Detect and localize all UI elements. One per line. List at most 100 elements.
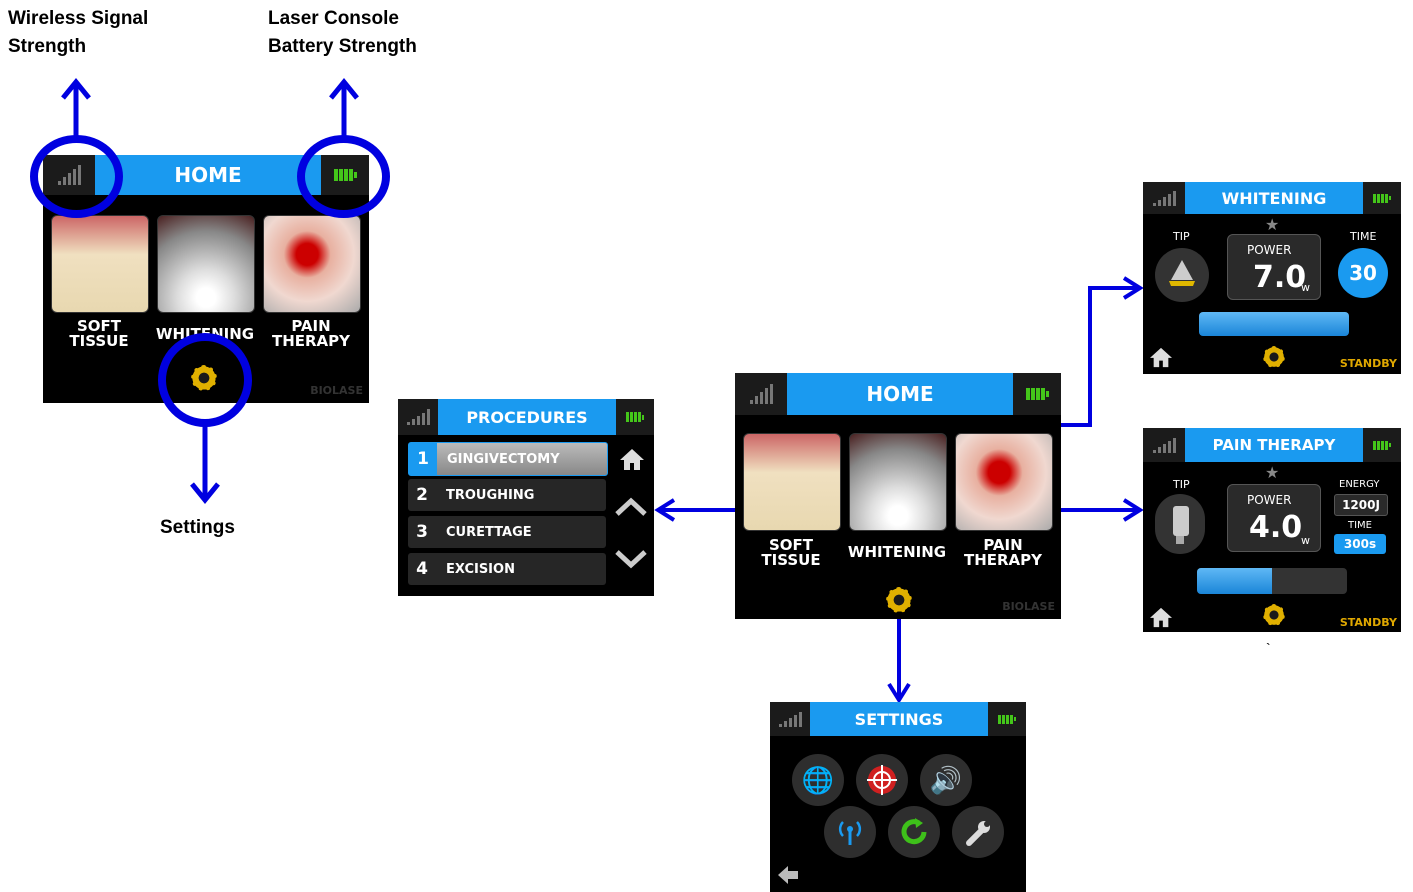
wireless-label: Wireless Signal Strength (8, 8, 149, 57)
page-title: HOME (174, 163, 242, 187)
favorite-star-icon[interactable]: ★ (1265, 215, 1280, 234)
power-unit: w (1301, 281, 1310, 294)
procedure-label: TROUGHING (446, 487, 535, 503)
home-screen-center: HOME SOFT TISSUE WHITENING PAIN THERAPY … (735, 373, 1061, 619)
wrench-icon[interactable] (952, 806, 1004, 858)
procedures-title: PROCEDURES (466, 407, 588, 427)
tile-label-soft-tissue: SOFT TISSUE (761, 536, 821, 569)
tip-icon (1173, 506, 1189, 544)
target-icon[interactable] (856, 754, 908, 806)
signal-box (735, 373, 787, 415)
settings-title: SETTINGS (854, 709, 944, 729)
signal-icon (1152, 437, 1176, 453)
time-label: TIME (1350, 230, 1377, 243)
home-title-bar: HOME (95, 155, 321, 195)
procedure-number: 1 (409, 443, 437, 475)
brand-logo: BIOLASE (310, 384, 363, 397)
tile-label-soft-tissue: SOFT TISSUE (69, 317, 129, 350)
power-box[interactable] (1227, 234, 1321, 300)
wireless-highlight-ring (30, 135, 123, 218)
tip-label: TIP (1173, 230, 1190, 243)
status-standby: STANDBY (1339, 357, 1397, 370)
procedure-label: GINGIVECTOMY (447, 451, 560, 467)
language-icon[interactable]: 🌐 (792, 754, 844, 806)
time-button[interactable]: 30 (1338, 248, 1388, 298)
whitening-screen: WHITENING ★ TIP POWER 7.0 w TIME 30 STAN… (1143, 182, 1401, 374)
procedure-number: 4 (416, 559, 428, 579)
tile-label-whitening: WHITENING (847, 543, 947, 561)
home-icon[interactable] (1149, 606, 1173, 628)
chevron-down-icon[interactable] (614, 547, 648, 571)
battery-icon (626, 412, 644, 422)
power-box[interactable] (1227, 484, 1321, 552)
battery-icon (1373, 440, 1391, 450)
procedure-item-1[interactable]: 1 GINGIVECTOMY (408, 442, 608, 476)
soft-tissue-tile[interactable] (743, 433, 841, 531)
procedures-screen: PROCEDURES 1 GINGIVECTOMY 2 TROUGHING 3 … (398, 399, 654, 596)
back-arrow-icon[interactable] (776, 864, 800, 886)
progress-fill (1199, 312, 1349, 336)
tip-button[interactable] (1155, 494, 1205, 554)
whitening-title: WHITENING (1221, 188, 1327, 208)
status-standby: STANDBY (1339, 616, 1397, 629)
energy-label: ENERGY (1339, 479, 1380, 490)
battery-label: Laser Console Battery Strength (268, 8, 417, 57)
battery-box (616, 399, 654, 435)
signal-box (1143, 182, 1185, 214)
settings-title-bar: SETTINGS (810, 702, 988, 736)
settings-screen: SETTINGS 🌐 🔊 (770, 702, 1026, 892)
procedure-item-2[interactable]: 2 TROUGHING (408, 479, 606, 511)
time-box[interactable]: 300s (1334, 534, 1386, 554)
gear-icon[interactable] (1263, 604, 1285, 626)
time-label: TIME (1348, 520, 1373, 531)
gear-icon[interactable] (1263, 346, 1285, 368)
energy-value: 1200J (1342, 498, 1380, 512)
home-icon[interactable] (1149, 346, 1173, 368)
whitening-tile[interactable] (849, 433, 947, 531)
procedure-item-4[interactable]: 4 EXCISION (408, 553, 606, 585)
time-value: 300s (1343, 537, 1377, 551)
settings-label: Settings (160, 517, 235, 538)
power-value: 7.0 (1253, 260, 1307, 295)
power-value: 4.0 (1249, 510, 1303, 545)
favorite-star-icon[interactable]: ★ (1265, 463, 1280, 482)
gear-icon[interactable] (886, 587, 912, 613)
progress-track (1199, 312, 1349, 336)
procedure-label: CURETTAGE (446, 524, 532, 540)
pain-therapy-screen: PAIN THERAPY ★ TIP POWER 4.0 w ENERGY 12… (1143, 428, 1401, 632)
signal-icon (406, 409, 430, 425)
procedures-title-bar: PROCEDURES (438, 399, 616, 435)
pain-therapy-tile[interactable] (263, 215, 361, 313)
energy-box[interactable]: 1200J (1334, 494, 1388, 516)
battery-box (1013, 373, 1061, 415)
procedure-number: 3 (416, 522, 428, 542)
tip-icon (1169, 260, 1195, 286)
volume-icon[interactable]: 🔊 (920, 754, 972, 806)
signal-box (398, 399, 438, 435)
signal-icon (749, 384, 773, 404)
progress-track (1197, 568, 1347, 594)
soft-tissue-tile[interactable] (51, 215, 149, 313)
chevron-up-icon[interactable] (614, 495, 648, 519)
page-title: HOME (866, 382, 934, 406)
home-icon[interactable] (619, 447, 645, 471)
home-title-bar: HOME (787, 373, 1013, 415)
tile-label-pain-therapy: PAIN THERAPY (271, 317, 351, 350)
procedure-item-3[interactable]: 3 CURETTAGE (408, 516, 606, 548)
battery-box (1363, 428, 1401, 462)
procedure-label: EXCISION (446, 561, 515, 577)
brand-logo: BIOLASE (1002, 600, 1055, 613)
power-unit: w (1301, 534, 1310, 547)
pain-title-bar: PAIN THERAPY (1185, 428, 1363, 462)
tip-button[interactable] (1155, 248, 1209, 302)
progress-fill (1197, 568, 1272, 594)
signal-icon (778, 711, 802, 727)
battery-box (1363, 182, 1401, 214)
wireless-icon[interactable] (824, 806, 876, 858)
whitening-tile[interactable] (157, 215, 255, 313)
procedure-number: 2 (416, 485, 428, 505)
pain-therapy-tile[interactable] (955, 433, 1053, 531)
battery-icon (1373, 193, 1391, 203)
reset-icon[interactable] (888, 806, 940, 858)
